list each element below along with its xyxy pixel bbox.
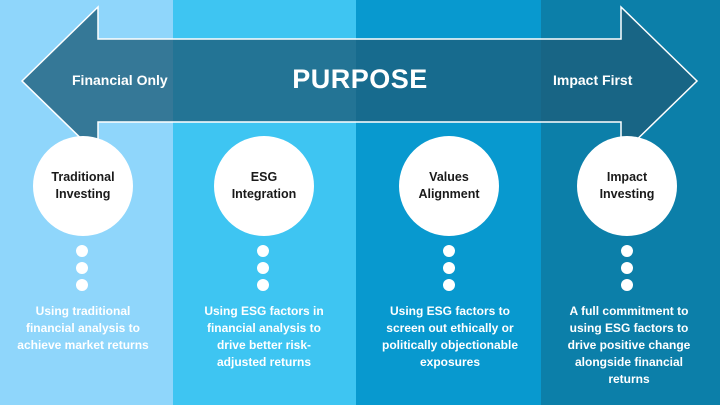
description-line: drive positive change [567, 338, 691, 352]
connector-dots [621, 245, 635, 296]
stage-circle-esg-integration: ESG Integration [214, 136, 314, 236]
connector-dots [443, 245, 457, 296]
description-line: drive better risk- [216, 338, 312, 352]
arrow-center-label: PURPOSE [292, 64, 428, 94]
description-line: adjusted returns [216, 355, 312, 369]
arrow-right-label: Impact First [553, 72, 633, 88]
description-line: financial analysis to [206, 321, 322, 335]
stage-description-values-alignment: Using ESG factors to screen out ethicall… [364, 303, 536, 371]
description-line: returns [608, 372, 650, 386]
description-line: A full commitment to [569, 304, 689, 318]
dot [443, 279, 455, 291]
description-line: exposures [419, 355, 481, 369]
description-line: Using ESG factors in [204, 304, 324, 318]
stage-circle-traditional-investing: Traditional Investing [33, 136, 133, 236]
description-line: Using ESG factors to [389, 304, 511, 318]
description-line: using ESG factors to [569, 321, 689, 335]
stage-title-line: Impact [606, 170, 648, 184]
dot [621, 262, 633, 274]
connector-dots [257, 245, 271, 296]
dot [257, 245, 269, 257]
connector-dots [76, 245, 90, 296]
arrow-left-label: Financial Only [72, 72, 168, 88]
description-line: politically objectionable [381, 338, 519, 352]
stage-title-line: Alignment [418, 187, 480, 201]
dot [76, 245, 88, 257]
stage-description-impact-investing: A full commitment to using ESG factors t… [547, 303, 711, 388]
stage-title-line: ESG [250, 170, 278, 184]
stage-title-line: Investing [55, 187, 111, 201]
stage-circle-impact-investing: Impact Investing [577, 136, 677, 236]
stage-title-line: Values [429, 170, 469, 184]
stage-description-traditional-investing: Using traditional financial analysis to … [0, 303, 166, 354]
dot [76, 262, 88, 274]
dot [76, 279, 88, 291]
stage-title-line: Integration [231, 187, 297, 201]
stage-title-line: Traditional [51, 170, 115, 184]
description-line: alongside financial [574, 355, 684, 369]
stage-description-esg-integration: Using ESG factors in financial analysis … [180, 303, 348, 371]
dot [621, 245, 633, 257]
dot [443, 262, 455, 274]
dot [621, 279, 633, 291]
description-line: screen out ethically or [386, 321, 514, 335]
description-line: Using traditional [35, 304, 131, 318]
dot [443, 245, 455, 257]
dot [257, 262, 269, 274]
stage-title-line: Investing [599, 187, 655, 201]
stage-circle-values-alignment: Values Alignment [399, 136, 499, 236]
description-line: achieve market returns [17, 338, 149, 352]
description-line: financial analysis to [25, 321, 141, 335]
dot [257, 279, 269, 291]
